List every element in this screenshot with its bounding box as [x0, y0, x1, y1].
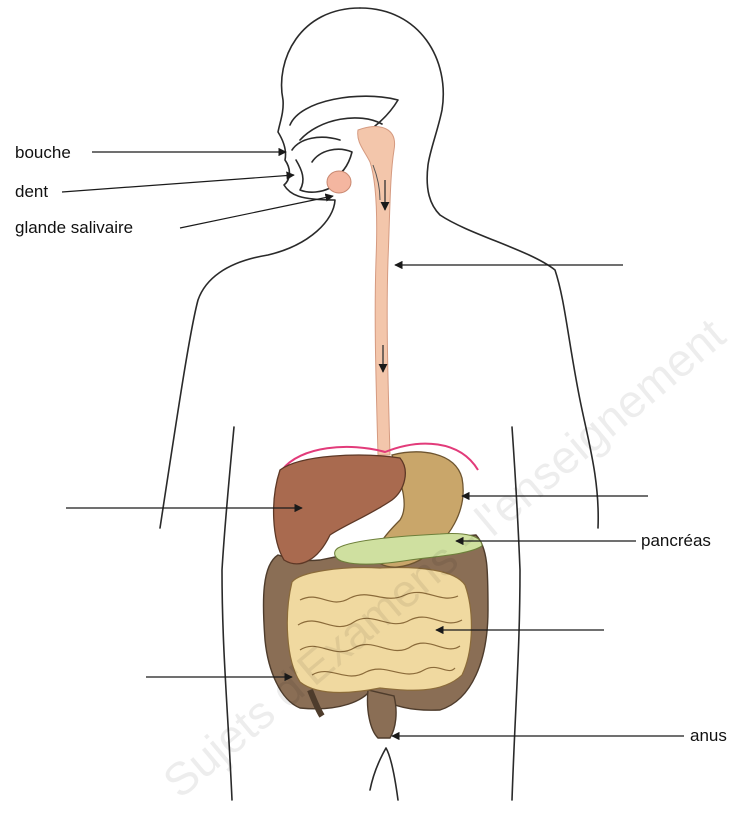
label-bouche: bouche [15, 143, 71, 162]
label-anus: anus [690, 726, 727, 745]
label-glande-salivaire: glande salivaire [15, 218, 133, 237]
esophagus [358, 127, 395, 455]
label-pancreas: pancréas [641, 531, 711, 550]
salivary-gland [327, 171, 351, 193]
watermark: Sujets d'Examens - l'enseignement [153, 308, 735, 808]
label-dent: dent [15, 182, 48, 201]
